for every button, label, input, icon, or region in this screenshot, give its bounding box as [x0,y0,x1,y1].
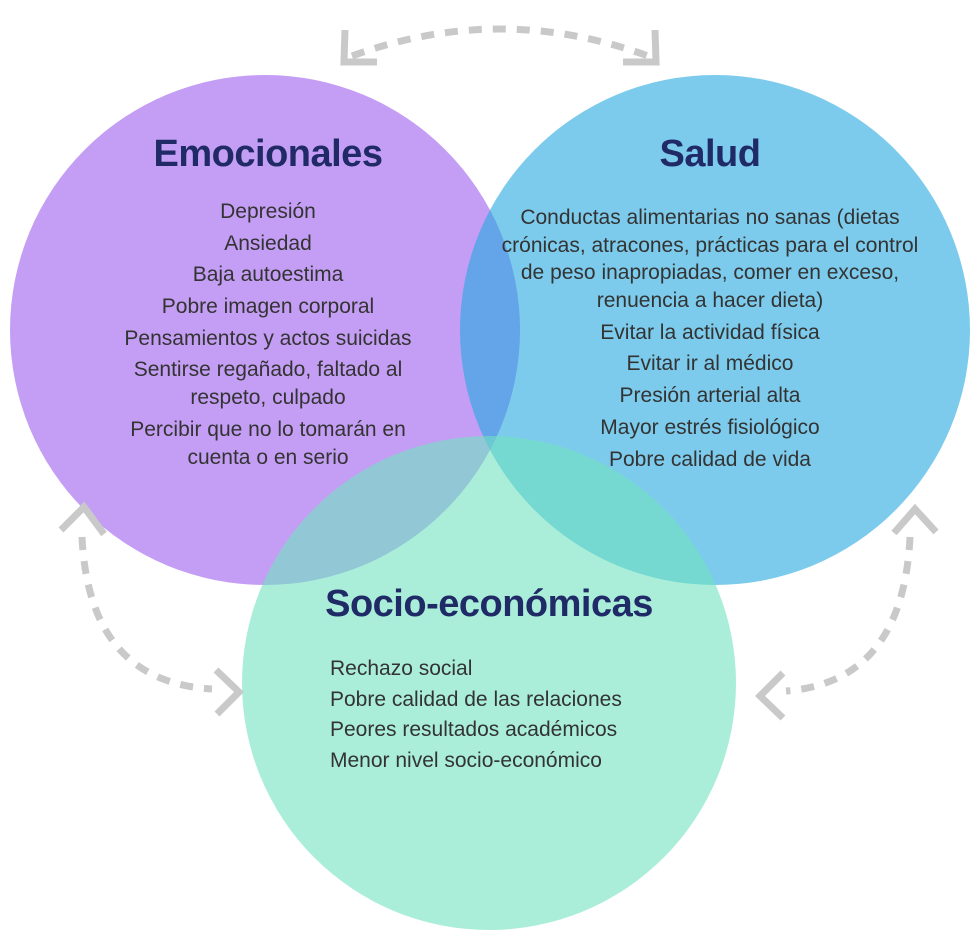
list-item: Pobre imagen corporal [161,294,375,318]
list-item: Peores resultados académicos [330,718,618,742]
curved-arrow-top-icon [340,25,660,66]
list-item: Percibir que no lo tomarán en cuenta o e… [130,417,406,469]
list-item: Rechazo social [330,657,473,680]
socio-economicas-list: Rechazo social Pobre calidad de las rela… [330,652,730,778]
curved-arrow-right-icon [754,503,939,721]
list-item: Presión arterial alta [619,384,801,408]
list-item: Baja autoestima [192,263,344,287]
salud-list: Conductas alimentarias no sanas (dietas … [495,204,925,473]
list-item: Evitar la actividad física [600,320,820,344]
list-item: Depresión [220,199,316,223]
salud-section: Salud Conductas alimentarias no sanas (d… [495,133,925,477]
list-item: Ansiedad [224,231,312,255]
list-item: Menor nivel socio-económico [330,749,602,773]
emocionales-title: Emocionales [153,133,383,175]
curved-arrow-left-icon [58,501,245,717]
list-item: Sentirse regañado, faltado al respeto, c… [133,358,403,410]
list-item: Pobre calidad de las relaciones [330,687,622,711]
list-item: Mayor estrés fisiológico [600,415,820,439]
list-item: Evitar ir al médico [626,352,794,376]
emocionales-section: Emocionales Depresión Ansiedad Baja auto… [108,133,428,475]
list-item: Pensamientos y actos suicidas [124,326,412,350]
list-item: Conductas alimentarias no sanas (dietas … [501,205,919,312]
salud-title: Salud [659,133,761,175]
emocionales-list: Depresión Ansiedad Baja autoestima Pobre… [108,198,428,471]
list-item: Pobre calidad de vida [609,447,811,471]
socio-economicas-title: Socio-económicas [325,583,653,625]
circle-socio-economicas [242,436,736,930]
